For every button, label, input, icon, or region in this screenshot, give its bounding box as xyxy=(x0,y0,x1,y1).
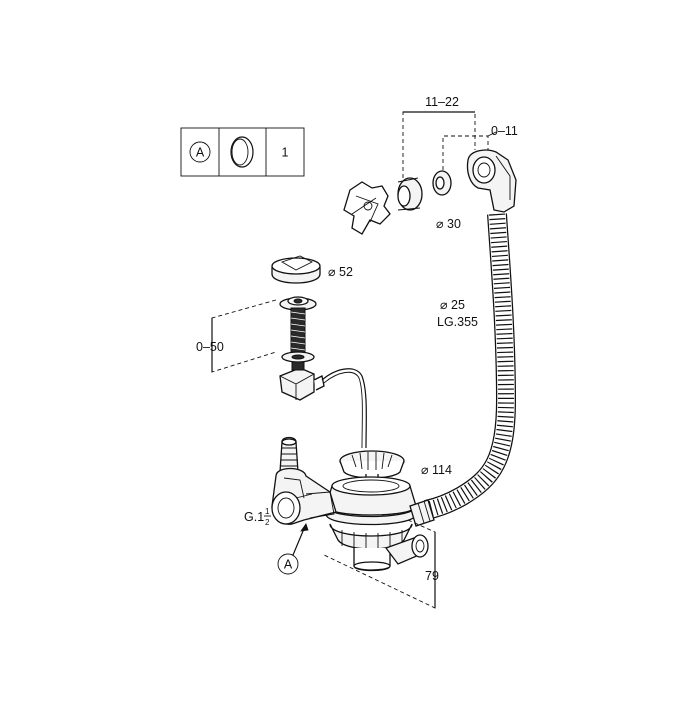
label-knob-diameter: ⌀ 52 xyxy=(328,265,353,279)
legend-table: A 1 xyxy=(180,127,305,177)
label-height: 79 xyxy=(425,569,439,583)
dimension-overflow-range: 11–22 xyxy=(402,95,476,178)
dimension-overflow-offset: 0–11 xyxy=(442,124,518,170)
legend-marker-circle xyxy=(189,141,211,163)
label-overflow-offset: 0–11 xyxy=(491,124,518,138)
cable-housing-icon xyxy=(279,361,325,401)
tailpiece-nozzle-icon xyxy=(279,436,299,473)
label-hose-diameter: ⌀ 25 xyxy=(440,298,465,312)
thread-label: G.1 1 2 xyxy=(244,507,271,527)
callout-a-circle xyxy=(277,553,299,575)
callout-a-label: A xyxy=(284,558,293,572)
dimension-rod-range: 0–50 xyxy=(196,299,277,373)
label-thread-frac-den: 2 xyxy=(265,518,270,527)
legend-frame xyxy=(180,127,305,177)
label-rod-range: 0–50 xyxy=(196,340,224,354)
legend-marker-label: A xyxy=(196,146,205,160)
control-knob-icon xyxy=(271,255,321,284)
dimension-height: 79 xyxy=(321,519,439,609)
label-hose-length: LG.355 xyxy=(437,315,478,329)
side-outlet-icon xyxy=(384,534,429,565)
label-thread-frac-num: 1 xyxy=(265,507,270,516)
rod-nut-icon xyxy=(281,351,315,363)
label-overflow-range: 11–22 xyxy=(425,95,459,109)
overflow-washer-icon xyxy=(432,170,452,196)
seal-ring-icon xyxy=(230,136,254,168)
control-cable xyxy=(321,368,367,449)
threaded-rod-icon xyxy=(290,307,306,355)
label-overflow-diameter: ⌀ 30 xyxy=(436,217,461,231)
callout-a: A xyxy=(277,523,309,575)
overflow-bracket-icon xyxy=(343,181,391,235)
left-tee-icon xyxy=(271,467,337,525)
label-thread-prefix: G.1 xyxy=(244,510,264,524)
overflow-sleeve-icon xyxy=(397,177,423,211)
overflow-hose xyxy=(423,213,517,520)
label-strainer-diameter: ⌀ 114 xyxy=(421,463,452,477)
control-rosette-icon xyxy=(279,296,317,311)
legend-quantity: 1 xyxy=(282,146,289,160)
overflow-head-icon xyxy=(466,149,517,213)
waste-body-icon xyxy=(325,476,417,572)
hose-connector-icon xyxy=(409,499,435,527)
